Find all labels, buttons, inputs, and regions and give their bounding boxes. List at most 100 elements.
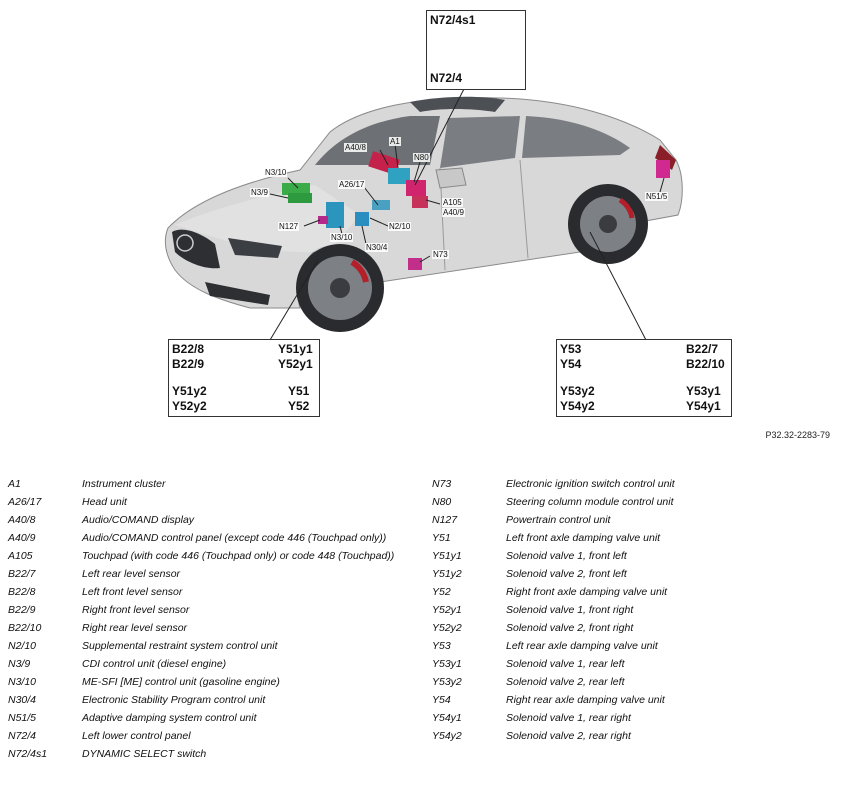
legend-row: Y54y2 Solenoid valve 2, rear right	[432, 730, 832, 742]
front-box-label: Y51y2	[172, 384, 207, 398]
legend-row: Y51y2 Solenoid valve 2, front left	[432, 568, 832, 580]
legend-code: N73	[432, 478, 452, 490]
legend-description: DYNAMIC SELECT switch	[82, 748, 207, 760]
legend-description: Solenoid valve 2, front left	[506, 568, 627, 580]
component-label: A105	[442, 198, 463, 207]
legend-description: ME-SFI [ME] control unit (gasoline engin…	[82, 676, 280, 688]
component-label: A40/9	[442, 208, 465, 217]
legend-code: N3/9	[8, 658, 31, 670]
legend-description: Right rear axle damping valve unit	[506, 694, 665, 706]
front-box-label: Y51	[288, 384, 310, 398]
rear-box-label: Y53y2	[560, 384, 595, 398]
component-label: N127	[278, 222, 300, 231]
car-illustration	[164, 16, 724, 414]
legend-code: N72/4	[8, 730, 37, 742]
component-label: N3/10	[330, 233, 354, 242]
legend-code: Y53y1	[432, 658, 462, 670]
legend-description: Steering column module control unit	[506, 496, 674, 508]
legend-description: Left rear level sensor	[82, 568, 181, 580]
legend-description: Right rear level sensor	[82, 622, 188, 634]
front-box-label: Y52y2	[172, 399, 207, 413]
legend-row: A26/17 Head unit	[8, 496, 418, 508]
component-label: N30/4	[365, 243, 389, 252]
legend-code: Y52y2	[432, 622, 462, 634]
legend-description: Left rear axle damping valve unit	[506, 640, 658, 652]
legend-description: Solenoid valve 2, rear right	[506, 730, 631, 742]
legend-code: B22/7	[8, 568, 36, 580]
legend-row: Y52y2 Solenoid valve 2, front right	[432, 622, 832, 634]
legend-code: N3/10	[8, 676, 37, 688]
legend-code: N51/5	[8, 712, 37, 724]
legend-description: Adaptive damping system control unit	[82, 712, 257, 724]
legend-description: Solenoid valve 1, front right	[506, 604, 634, 616]
legend-row: B22/9 Right front level sensor	[8, 604, 418, 616]
component-label: A40/8	[344, 143, 367, 152]
front-wheel	[296, 244, 384, 332]
rear-box-label: B22/7	[686, 342, 719, 356]
legend-description: Instrument cluster	[82, 478, 166, 490]
component-label: N3/9	[250, 188, 269, 197]
leader-lines	[269, 86, 665, 341]
component-label: A26/17	[338, 180, 366, 189]
legend-code: A26/17	[8, 496, 42, 508]
legend-description: Solenoid valve 1, front left	[506, 550, 627, 562]
legend-code: Y54y2	[432, 730, 462, 742]
legend-description: Solenoid valve 2, rear left	[506, 676, 625, 688]
rear-box-label: Y53	[560, 342, 582, 356]
legend-description: Audio/COMAND display	[82, 514, 195, 526]
components	[282, 151, 670, 270]
legend-code: Y51	[432, 532, 451, 544]
figure-id: P32.32-2283-79	[765, 430, 830, 440]
rear-box-label: Y54	[560, 357, 582, 371]
legend-description: Solenoid valve 2, front right	[506, 622, 634, 634]
legend-code: A105	[8, 550, 33, 562]
component-label: N51/5	[645, 192, 669, 201]
component-label: N2/10	[388, 222, 412, 231]
legend-description: Solenoid valve 1, rear left	[506, 658, 625, 670]
legend-code: N30/4	[8, 694, 37, 706]
legend-row: Y53y1 Solenoid valve 1, rear left	[432, 658, 832, 670]
front-box-label: B22/8	[172, 342, 205, 356]
front-box-label: Y52y1	[278, 357, 313, 371]
rear-box-label: Y54y2	[560, 399, 595, 413]
legend-row: Y53 Left rear axle damping valve unit	[432, 640, 832, 652]
top-callout-box	[426, 10, 526, 90]
rear-axle-callout-box	[556, 339, 732, 417]
legend-code: B22/9	[8, 604, 36, 616]
legend-description: Left front level sensor	[82, 586, 183, 598]
legend-code: B22/10	[8, 622, 42, 634]
legend-row: N3/10 ME-SFI [ME] control unit (gasoline …	[8, 676, 418, 688]
legend-code: Y53	[432, 640, 451, 652]
legend-row: B22/10 Right rear level sensor	[8, 622, 418, 634]
legend-code: Y53y2	[432, 676, 462, 688]
legend-code: Y52y1	[432, 604, 462, 616]
legend-row: Y53y2 Solenoid valve 2, rear left	[432, 676, 832, 688]
legend-row: A1 Instrument cluster	[8, 478, 418, 490]
legend-code: A1	[8, 478, 21, 490]
rear-box-label: Y54y1	[686, 399, 721, 413]
front-box-label: Y52	[288, 399, 310, 413]
legend-description: Head unit	[82, 496, 127, 508]
front-box-label: B22/9	[172, 357, 205, 371]
legend-description: Right front level sensor	[82, 604, 190, 616]
legend-code: N80	[432, 496, 452, 508]
legend-description: Audio/COMAND control panel (except code …	[82, 532, 387, 544]
legend-code: Y51y2	[432, 568, 462, 580]
legend-code: Y51y1	[432, 550, 462, 562]
rear-box-label: Y53y1	[686, 384, 721, 398]
component-label: N80	[413, 153, 430, 162]
component-label: A1	[389, 137, 401, 146]
component-label: N73	[432, 250, 449, 259]
